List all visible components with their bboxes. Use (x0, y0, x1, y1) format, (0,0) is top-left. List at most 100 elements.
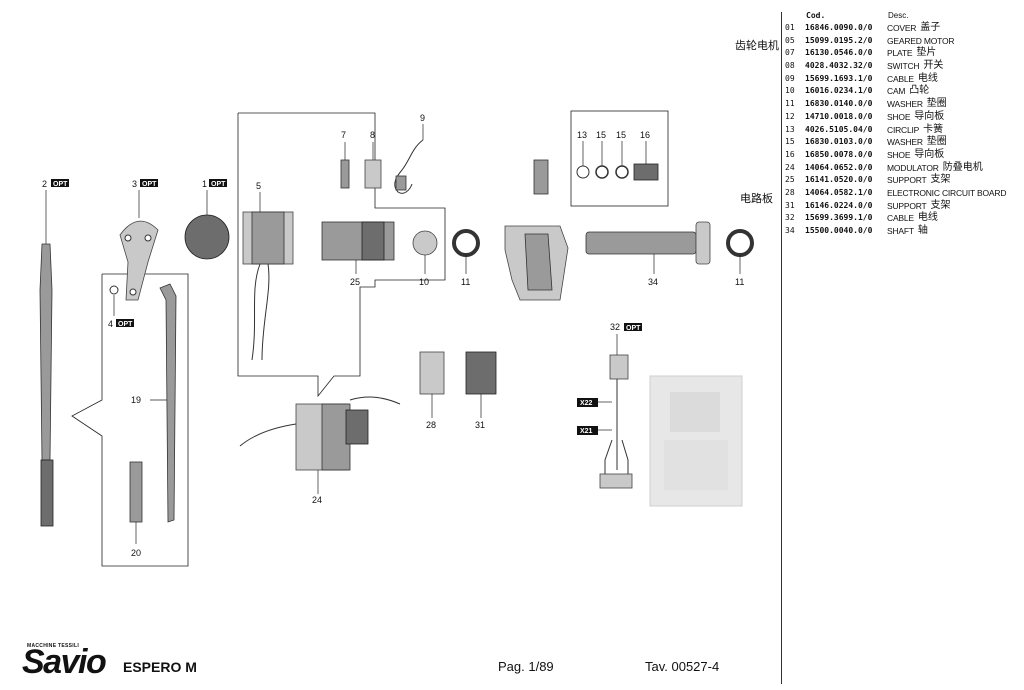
callout-34: 34 (648, 277, 658, 287)
part-description: CIRCLIP (887, 124, 920, 135)
part-description: CAM (887, 86, 906, 97)
callout-11-right: 11 (735, 277, 744, 287)
part-chinese-name: 电线 (917, 212, 938, 224)
part-position: 01 (785, 23, 795, 32)
part-20-shoe (129, 461, 143, 544)
part-position: 16 (785, 149, 795, 159)
part-description: SWITCH (887, 61, 920, 72)
part-chinese-name: 防叠电机 (942, 161, 983, 173)
opt-tag-part-32: OPT (624, 323, 642, 332)
part-code: 16016.0234.1/0 (805, 86, 873, 96)
part-description: CABLE (887, 73, 914, 84)
callout-1: 1 (202, 179, 207, 189)
part-15-washer-a (595, 141, 609, 179)
parts-list-divider (781, 12, 782, 684)
callout-32: 32 (610, 322, 620, 332)
part-chinese-name: 卡簧 (923, 123, 944, 135)
callout-13: 13 (577, 130, 587, 140)
part-code: 16130.0546.0/0 (805, 48, 873, 58)
part-description: ELECTRONIC CIRCUIT BOARD (887, 187, 1007, 198)
svg-text:X21: X21 (580, 428, 593, 435)
brand-logo: Savio (22, 643, 107, 681)
page-number: Pag. 1/89 (498, 659, 554, 674)
part-description: WASHER (887, 99, 923, 110)
part-code: 15699.1693.1/0 (805, 73, 873, 83)
part-position: 32 (785, 213, 795, 223)
part-19-rod (150, 283, 177, 523)
part-description: PLATE (887, 48, 913, 59)
part-15-washer-b (615, 141, 629, 179)
part-description: WASHER (887, 137, 923, 148)
part-description: SUPPORT (887, 200, 927, 211)
part-position: 24 (785, 162, 795, 172)
part-10-cam (412, 230, 438, 274)
reference-assembly (649, 375, 743, 507)
part-chinese-name: 支架 (930, 174, 951, 186)
part-34-shaft (585, 221, 711, 274)
part-code: 15099.0195.2/0 (805, 35, 873, 45)
part-chinese-name: 电线 (917, 72, 938, 84)
part-chinese-name: 凸轮 (909, 85, 930, 97)
callout-15-b: 15 (616, 130, 626, 140)
callout-24: 24 (312, 495, 322, 505)
part-position: 10 (785, 86, 795, 96)
part-position: 28 (785, 187, 795, 197)
part-code: 15500.0040.0/0 (805, 226, 873, 235)
part-position: 31 (785, 200, 795, 210)
part-code: 16830.0140.0/0 (805, 99, 873, 109)
header-code: Cod. (806, 11, 826, 20)
svg-text:OPT: OPT (53, 181, 68, 188)
part-3-plate (119, 190, 159, 301)
part-description: CABLE (887, 213, 914, 224)
part-position: 08 (785, 61, 795, 71)
motor-group-frame (237, 112, 446, 398)
callout-2: 2 (42, 179, 47, 189)
opt-tag-part-3: OPT (140, 179, 158, 188)
part-description: SHOE (887, 149, 911, 160)
part-position: 13 (785, 124, 795, 134)
part-position: 11 (785, 99, 795, 109)
svg-text:OPT: OPT (118, 321, 133, 328)
part-25-support (321, 221, 395, 274)
table-number: Tav. 00527-4 (645, 659, 720, 674)
geared-motor-cn-label: 齿轮电机 (735, 39, 779, 52)
callout-16: 16 (640, 130, 650, 140)
callout-31: 31 (475, 420, 485, 430)
opt-tag-part-2: OPT (51, 179, 69, 188)
parts-list-header: Cod. Desc. (785, 10, 1024, 22)
part-chinese-name: 盖子 (920, 22, 941, 33)
part-description: SHAFT (887, 226, 914, 236)
svg-text:OPT: OPT (626, 325, 641, 332)
part-28-circuit-board (419, 351, 445, 418)
opt-tag-part-4: OPT (116, 319, 134, 328)
callout-20: 20 (131, 548, 141, 558)
part-code: 15699.3699.1/0 (805, 213, 873, 223)
part-description: MODULATOR (887, 162, 939, 173)
part-4-small-ring (109, 285, 119, 316)
model-name: ESPERO M (123, 659, 197, 675)
part-13-circlip (576, 141, 590, 179)
part-chinese-name: 导向板 (914, 110, 945, 122)
part-8-switch (364, 142, 382, 189)
circuit-board-cn-label: 电路板 (740, 192, 773, 205)
svg-text:OPT: OPT (211, 181, 226, 188)
part-position: 09 (785, 73, 795, 83)
part-code: 4028.4032.32/0 (805, 61, 873, 71)
part-position: 34 (785, 226, 795, 235)
part-description: GEARED MOTOR (887, 35, 955, 46)
part-7-plate (340, 142, 350, 189)
